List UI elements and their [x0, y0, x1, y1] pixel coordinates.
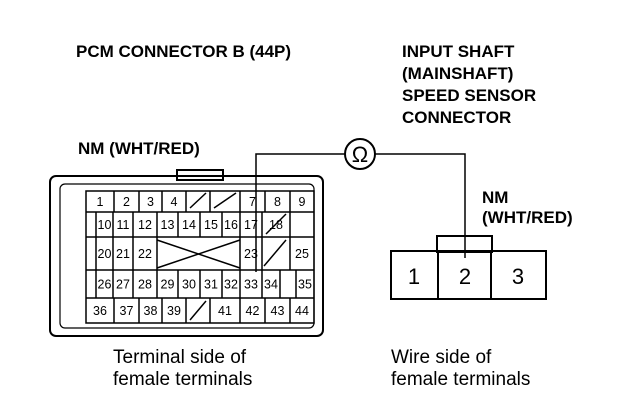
probe-wire-left [255, 153, 345, 272]
svg-text:(WHT/RED): (WHT/RED) [482, 208, 573, 227]
right-wire-label: NM (WHT/RED) [482, 188, 573, 227]
pcm-terminal-31: 31 [204, 278, 218, 292]
probe-wire-right [375, 153, 466, 258]
svg-text:Terminal side of: Terminal side of [113, 347, 247, 368]
pcm-connector-b: 1234789101112131415161718202122232526272… [49, 169, 324, 337]
svg-text:female terminals: female terminals [113, 369, 252, 390]
pcm-terminal-33: 33 [244, 278, 258, 292]
pcm-terminal-13: 13 [161, 218, 175, 232]
pcm-terminal-43: 43 [271, 304, 285, 318]
pcm-terminal-22: 22 [138, 247, 152, 261]
blank-terminal-mark [189, 300, 207, 321]
blank-terminal-mark [189, 192, 207, 209]
pcm-terminal-15: 15 [204, 218, 218, 232]
svg-text:CONNECTOR: CONNECTOR [402, 108, 511, 127]
pcm-terminal-12: 12 [138, 218, 152, 232]
pcm-terminal-1: 1 [97, 195, 104, 209]
pcm-terminal-28: 28 [138, 278, 152, 292]
svg-text:female terminals: female terminals [391, 369, 530, 390]
pcm-terminal-20: 20 [98, 247, 112, 261]
pcm-terminal-8: 8 [274, 195, 281, 209]
svg-text:INPUT SHAFT: INPUT SHAFT [402, 42, 515, 61]
pcm-terminal-16: 16 [224, 218, 238, 232]
pcm-terminal-3: 3 [147, 195, 154, 209]
unused-block-cross [156, 239, 241, 269]
pcm-terminal-25: 25 [295, 247, 309, 261]
svg-text:NM: NM [482, 188, 508, 207]
pcm-terminal-27: 27 [116, 278, 130, 292]
pcm-terminal-34: 34 [264, 278, 278, 292]
pcm-terminal-2: 2 [123, 195, 130, 209]
sensor-pin-3: 3 [512, 264, 524, 289]
pcm-terminal-39: 39 [167, 304, 181, 318]
pcm-terminal-14: 14 [182, 218, 196, 232]
blank-terminal-mark [265, 213, 287, 235]
pcm-terminal-29: 29 [161, 278, 175, 292]
svg-text:(MAINSHAFT): (MAINSHAFT) [402, 64, 513, 83]
pcm-terminal-37: 37 [120, 304, 134, 318]
left-caption: Terminal side of female terminals [113, 347, 252, 390]
sensor-connector: 1 2 3 [390, 235, 547, 300]
pcm-terminal-21: 21 [116, 247, 130, 261]
pcm-terminal-30: 30 [182, 278, 196, 292]
right-caption: Wire side of female terminals [391, 347, 530, 390]
pcm-terminal-41: 41 [218, 304, 232, 318]
left-wire-label: NM (WHT/RED) [78, 139, 200, 158]
pcm-connector-title: PCM CONNECTOR B (44P) [76, 42, 291, 61]
pcm-terminal-10: 10 [98, 218, 112, 232]
pcm-terminal-4: 4 [171, 195, 178, 209]
pcm-terminal-36: 36 [93, 304, 107, 318]
pcm-terminal-32: 32 [224, 278, 238, 292]
ohm-symbol: Ω [352, 142, 368, 167]
pcm-terminal-42: 42 [246, 304, 260, 318]
svg-text:SPEED SENSOR: SPEED SENSOR [402, 86, 536, 105]
pcm-terminal-44: 44 [295, 304, 309, 318]
svg-text:Wire side of: Wire side of [391, 347, 492, 368]
blank-terminal-mark [213, 192, 237, 209]
sensor-pin-2: 2 [459, 264, 471, 289]
pcm-terminal-23: 23 [244, 247, 258, 261]
pcm-terminal-9: 9 [299, 195, 306, 209]
blank-terminal-mark [263, 239, 287, 267]
pcm-terminal-35: 35 [298, 278, 312, 292]
pcm-terminal-7: 7 [249, 195, 256, 209]
sensor-connector-title: INPUT SHAFT (MAINSHAFT) SPEED SENSOR CON… [402, 42, 536, 127]
pcm-terminal-11: 11 [117, 218, 130, 232]
pcm-terminal-17: 17 [244, 218, 258, 232]
pcm-terminal-26: 26 [98, 278, 112, 292]
pcm-terminal-38: 38 [144, 304, 158, 318]
sensor-pin-1: 1 [408, 264, 420, 289]
